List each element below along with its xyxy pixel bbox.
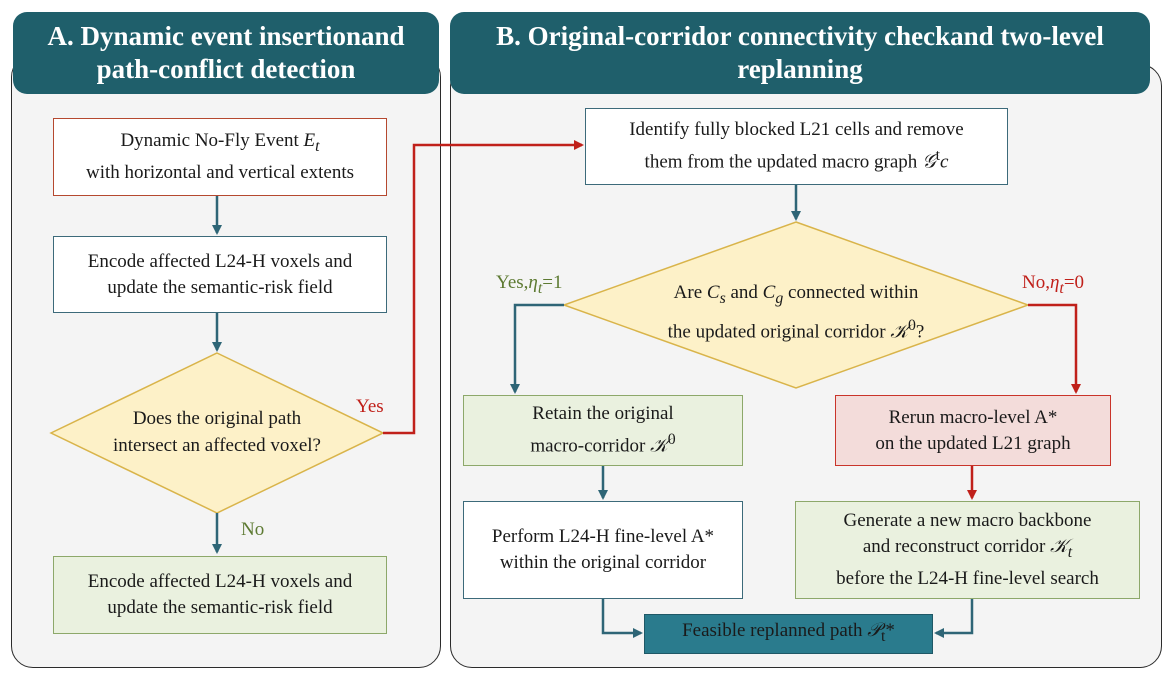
no-label-b-text: No, <box>1022 272 1050 293</box>
identify-box-line1: Identify fully blocked L21 cells and rem… <box>629 119 964 141</box>
decision-a-line1: Does the original path <box>132 408 302 429</box>
event-symbol: E <box>303 130 316 152</box>
panel-a-title-line1: A. Dynamic event insertionand <box>47 21 405 51</box>
no-label-a: No <box>241 519 265 540</box>
yes-label-b-text: Yes, <box>496 272 529 293</box>
corridor-symbol-retain: 𝒦 <box>650 435 668 457</box>
encode-box-2-line2: update the semantic-risk field <box>107 597 333 618</box>
graph-symbol: 𝒢 <box>922 151 936 173</box>
encode-box: Encode affected L24-H voxels and update … <box>53 236 387 313</box>
path-symbol-star: * <box>885 620 895 642</box>
panel-a-title-line2: path-conflict detection <box>96 54 356 84</box>
identify-box: Identify fully blocked L21 cells and rem… <box>585 108 1008 185</box>
cs-symbol-sub: s <box>719 289 726 307</box>
encode-box-line1: Encode affected L24-H voxels and <box>87 250 353 272</box>
encode-box-2: Encode affected L24-H voxels and update … <box>53 556 387 634</box>
eta-symbol-yes: η <box>528 272 538 293</box>
arrow-perform-to-final <box>601 599 643 638</box>
cg-symbol: C <box>762 282 776 303</box>
rerun-box-line1: Rerun macro-level A* <box>888 406 1058 428</box>
retain-box-line1: Retain the original <box>532 403 674 425</box>
no-label-b: No,ηt=0 <box>1022 272 1084 298</box>
yes-label-b: Yes,ηt=1 <box>496 272 562 298</box>
decision-b-text: Are Cs and Cg connected within the updat… <box>628 279 964 345</box>
arrow-yes-to-identify <box>383 140 584 435</box>
rerun-box-line2: on the updated L21 graph <box>875 432 1071 454</box>
generate-box: Generate a new macro backbone and recons… <box>795 501 1140 599</box>
yes-label-a: Yes <box>356 396 384 417</box>
event-box-line1: Dynamic No-Fly Event <box>120 130 304 152</box>
corridor-symbol-t-sub: t <box>1067 543 1073 561</box>
retain-box-line2: macro-corridor <box>530 435 651 457</box>
cs-symbol: C <box>706 282 720 303</box>
final-path-label: Feasible replanned path <box>682 620 868 642</box>
encode-box-line2: update the semantic-risk field <box>107 276 333 298</box>
event-symbol-sub: t <box>315 137 320 155</box>
generate-box-line3: before the L24-H fine-level search <box>836 567 1099 589</box>
yes-label-b-val: =1 <box>542 272 563 293</box>
decision-b-l1c: connected within <box>783 282 919 303</box>
graph-symbol-sup: t <box>935 147 940 165</box>
panel-b-title-line1: B. Original-corridor connectivity checka… <box>496 21 1104 51</box>
arrow-no-to-rerun <box>1028 303 1081 394</box>
rerun-box: Rerun macro-level A* on the updated L21 … <box>835 395 1111 466</box>
event-box: Dynamic No-Fly Event Et with horizontal … <box>53 118 387 196</box>
path-symbol: 𝒫 <box>867 620 881 642</box>
encode-box-2-line1: Encode affected L24-H voxels and <box>87 571 353 592</box>
eta-sub-yes: t <box>537 279 543 297</box>
perform-box: Perform L24-H fine-level A* within the o… <box>463 501 743 599</box>
perform-box-line2: within the original corridor <box>499 552 707 573</box>
corridor-symbol-retain-sup: 0 <box>667 431 676 449</box>
panel-b-title-line2: replanning <box>737 54 863 84</box>
perform-box-line1: Perform L24-H fine-level A* <box>491 526 715 547</box>
corridor-symbol-t: 𝒦 <box>1050 536 1068 558</box>
decision-b-l1a: Are <box>673 282 707 303</box>
generate-box-line1: Generate a new macro backbone <box>843 510 1092 532</box>
eta-symbol-no: η <box>1049 272 1060 293</box>
decision-a-text: Does the original path intersect an affe… <box>91 405 343 459</box>
corridor-symbol-sup: 0 <box>907 316 916 334</box>
cg-symbol-sub: g <box>775 289 784 307</box>
decision-b-l1b: and <box>725 282 763 303</box>
decision-a-line2: intersect an affected voxel? <box>112 435 321 456</box>
corridor-symbol: 𝒦 <box>890 321 908 343</box>
identify-box-line2: them from the updated macro graph <box>644 151 923 173</box>
retain-box: Retain the original macro-corridor 𝒦0 <box>463 395 743 466</box>
decision-diamond-b <box>561 221 1031 389</box>
final-path-box: Feasible replanned path 𝒫t* <box>644 614 933 654</box>
decision-b-l2-suffix: ? <box>915 321 925 343</box>
path-symbol-sub: t <box>880 627 886 645</box>
generate-box-line2: and reconstruct corridor <box>862 536 1051 558</box>
decision-b-l2: the updated original corridor <box>667 321 891 343</box>
arrow-yes-to-retain <box>510 303 564 394</box>
no-label-b-val: =0 <box>1063 272 1085 293</box>
eta-sub-no: t <box>1059 279 1064 297</box>
arrow-generate-to-final <box>934 599 974 638</box>
panel-b-title: B. Original-corridor connectivity checka… <box>450 12 1150 94</box>
panel-a-title: A. Dynamic event insertionand path-confl… <box>13 12 439 94</box>
graph-symbol-suffix: c <box>940 151 949 173</box>
event-box-line2: with horizontal and vertical extents <box>85 161 355 183</box>
